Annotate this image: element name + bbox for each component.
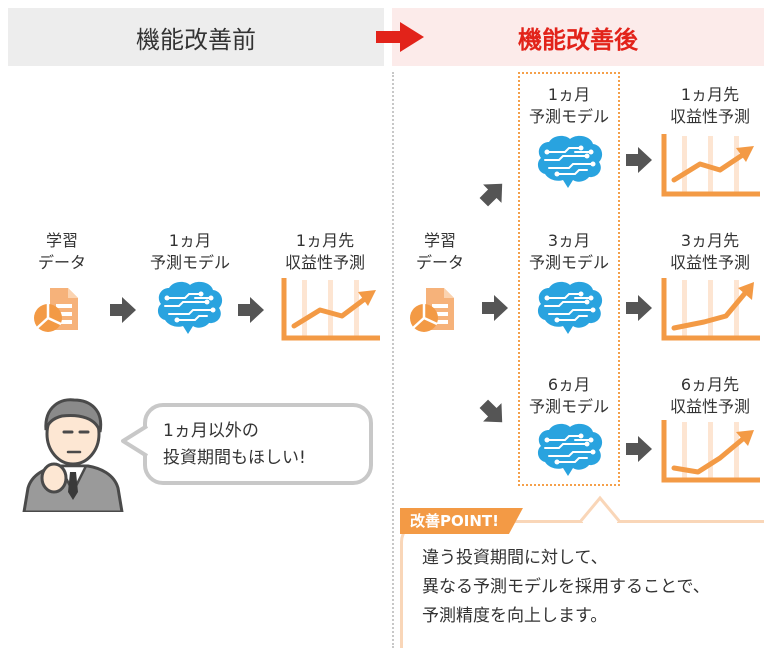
improvement-point-text: 違う投資期間に対して、 異なる予測モデルを採用することで、 予測精度を向上します… xyxy=(422,548,710,626)
improvement-point-box xyxy=(400,520,764,648)
arrow-up-right-icon xyxy=(478,178,508,208)
model-group-box xyxy=(518,72,620,486)
section-divider xyxy=(392,72,394,648)
before-model-label: 1ヵ月 予測モデル xyxy=(149,231,230,272)
forecast-chart-1m xyxy=(660,134,760,198)
header-before-title: 機能改善前 xyxy=(136,25,256,54)
forecast-1m-label: 1ヵ月先 収益性予測 xyxy=(669,85,750,126)
speech-bubble xyxy=(143,403,373,485)
arrow-down-right-icon xyxy=(478,398,508,428)
arrow-right-icon xyxy=(624,434,654,464)
forecast-3m-label: 3ヵ月先 収益性予測 xyxy=(669,231,750,272)
brain-ai-icon xyxy=(155,280,225,334)
point-box-notch xyxy=(580,495,620,524)
transition-arrow-icon xyxy=(376,22,424,52)
before-training-data-label: 学習 データ xyxy=(37,231,86,272)
after-training-data-label: 学習 データ xyxy=(415,231,464,272)
document-chart-icon xyxy=(408,284,458,334)
brain-ai-icon xyxy=(535,134,605,188)
arrow-right-icon xyxy=(624,145,654,175)
model-3m-label: 3ヵ月 予測モデル xyxy=(528,231,609,272)
brain-ai-icon xyxy=(535,422,605,476)
forecast-chart-6m xyxy=(660,420,760,484)
model-6m-label: 6ヵ月 予測モデル xyxy=(528,375,609,416)
arrow-right-icon xyxy=(624,293,654,323)
speech-text: 1ヵ月以外の 投資期間もほしい! xyxy=(163,421,306,468)
improvement-point-badge: 改善POINT! xyxy=(400,508,523,534)
brain-ai-icon xyxy=(535,280,605,334)
before-forecast-label: 1ヵ月先 収益性予測 xyxy=(284,231,365,272)
forecast-chart-before xyxy=(280,278,380,342)
header-after-title: 機能改善後 xyxy=(518,25,638,54)
forecast-chart-3m xyxy=(660,278,760,342)
model-1m-label: 1ヵ月 予測モデル xyxy=(528,85,609,126)
speech-bubble-tail xyxy=(121,424,149,458)
businessman-icon xyxy=(22,398,124,512)
header-after: 機能改善後 xyxy=(392,8,764,66)
arrow-right-icon xyxy=(108,295,138,325)
arrow-right-icon xyxy=(236,295,266,325)
document-chart-icon xyxy=(32,284,82,334)
forecast-6m-label: 6ヵ月先 収益性予測 xyxy=(669,375,750,416)
arrow-right-icon xyxy=(480,293,510,323)
header-before: 機能改善前 xyxy=(8,8,384,66)
